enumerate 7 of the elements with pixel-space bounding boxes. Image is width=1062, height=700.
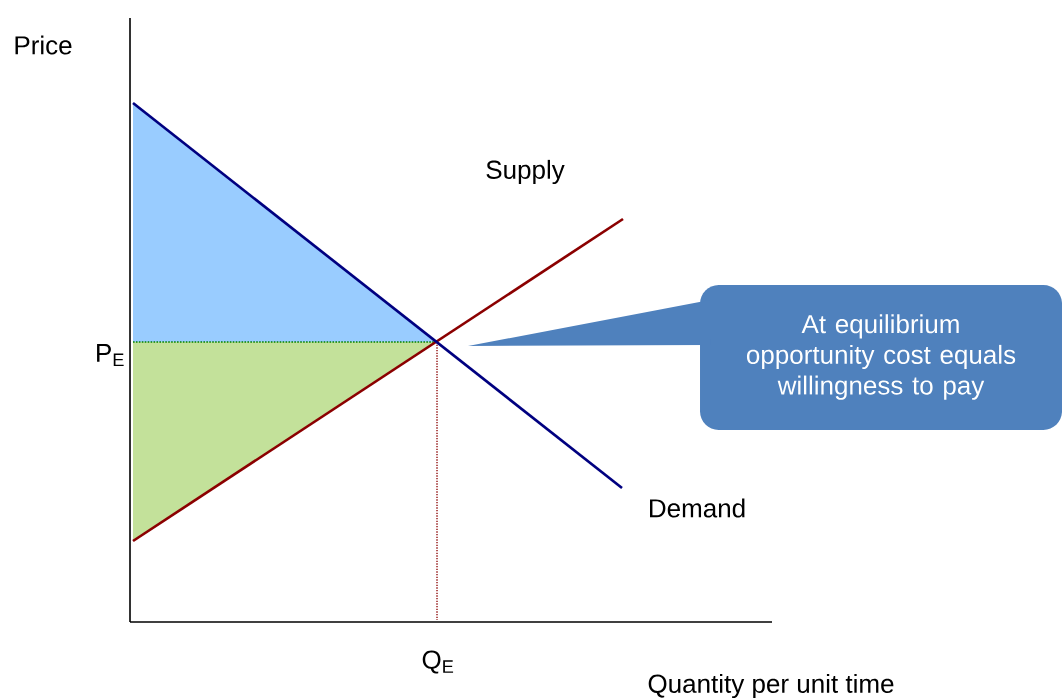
price-label: P$_{E}$ [97, 344, 124, 366]
speech-callout: At equilibrium opportunity cost equals willingness to pay [468, 285, 1062, 430]
axis-label: Price [15, 35, 72, 55]
quantity-label: Q$_{E}$ [422, 650, 454, 674]
curve-label: Demand [650, 498, 745, 518]
axis-label: Quantity per unit time [648, 673, 894, 699]
curve-label: Supply [486, 159, 565, 185]
